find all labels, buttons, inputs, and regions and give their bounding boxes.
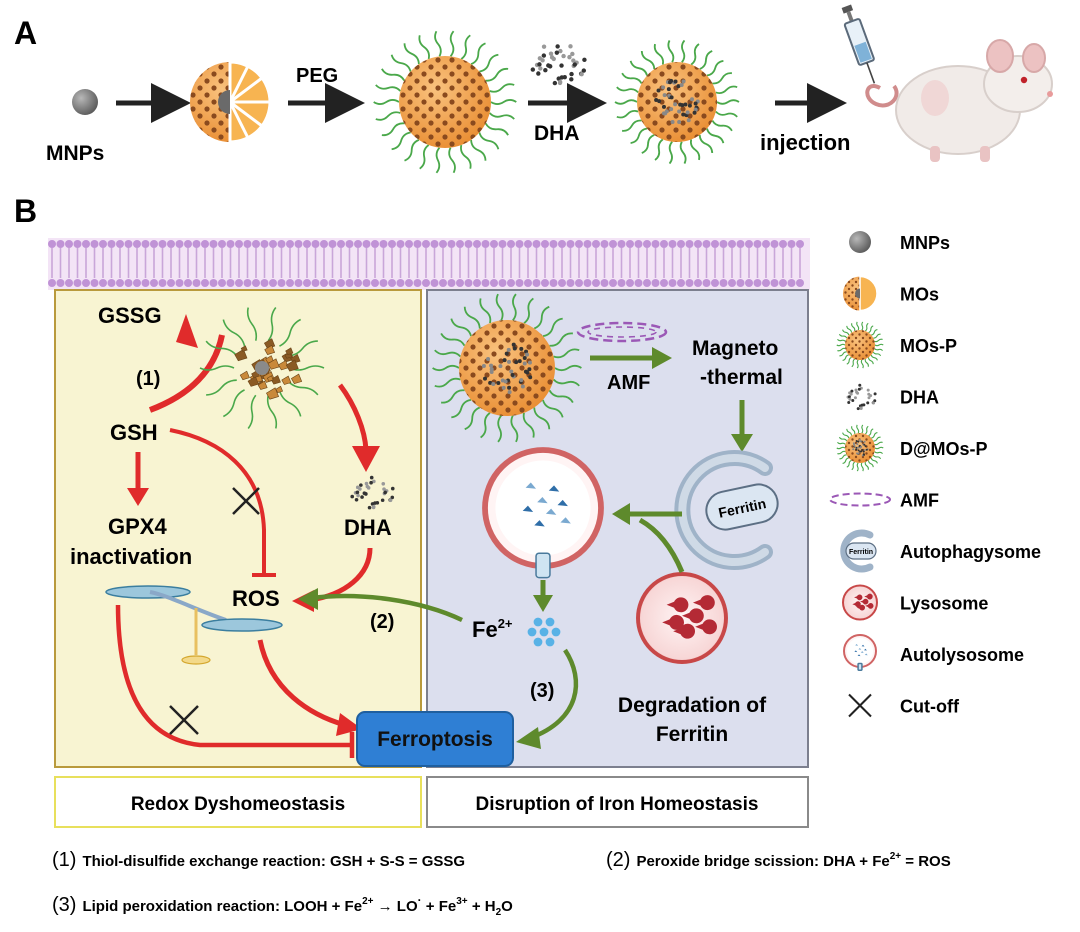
eq1-line: (1)Thiol-disulfide exchange reaction: GS… <box>52 849 465 871</box>
cut-off-icon <box>849 695 871 717</box>
lysosome-large <box>638 574 726 662</box>
legend-label-2: MOs-P <box>900 336 957 356</box>
mos-p-icon <box>837 322 884 368</box>
dha-dots-a <box>531 44 587 85</box>
legend-label-3: DHA <box>900 388 939 408</box>
legend-label-9: Cut-off <box>900 697 960 717</box>
legend-label-8: Autolysosome <box>900 645 1024 665</box>
degradation-label-1: Degradation of <box>618 694 767 717</box>
amf-label-b: AMF <box>607 372 650 394</box>
dha-icon <box>847 384 877 410</box>
amf-icon <box>830 494 890 506</box>
legend-label-5: AMF <box>900 491 939 511</box>
iron-box-label: Disruption of Iron Homeostasis <box>476 794 759 815</box>
legend: MNPsMOsMOs-P DHA D@MOs-P AMF AutophagysomeLy… <box>830 231 1041 717</box>
dha-label-a: DHA <box>534 122 580 145</box>
mos-icon <box>843 277 877 311</box>
ros-label: ROS <box>232 586 280 611</box>
peg-label: PEG <box>296 65 338 87</box>
mnp-particle <box>72 89 98 115</box>
mos-p-particle <box>374 31 517 173</box>
d-mos-p-icon <box>837 425 884 471</box>
degradation-label-2: Ferritin <box>656 723 728 746</box>
dha-label-b: DHA <box>344 515 392 540</box>
legend-label-7: Lysosome <box>900 594 988 614</box>
eq2-line: (2)Peroxide bridge scission: DHA + Fe2+ … <box>606 849 951 871</box>
eq3-line: (3)Lipid peroxidation reaction: LOOH + F… <box>52 893 513 918</box>
panel-b-letter: B <box>14 193 37 229</box>
lysosome-icon <box>843 586 877 620</box>
panel-a-letter: A <box>14 15 37 51</box>
step3-label: (3) <box>530 680 554 702</box>
gpx4-label-1: GPX4 <box>108 514 167 539</box>
injection-label: injection <box>760 130 850 155</box>
mouse-icon <box>867 40 1053 162</box>
magneto-label-1: Magneto <box>692 337 778 360</box>
legend-label-1: MOs <box>900 285 939 305</box>
mnps-label: MNPs <box>46 142 104 165</box>
gssg-label: GSSG <box>98 303 162 328</box>
legend-label-0: MNPs <box>900 233 950 253</box>
legend-ferritin-mini: Ferritin <box>849 549 873 556</box>
redox-box-label: Redox Dyshomeostasis <box>131 794 345 815</box>
legend-label-6: Autophagysome <box>900 542 1041 562</box>
gpx4-label-2: inactivation <box>70 544 192 569</box>
mos-particle <box>190 62 270 142</box>
gsh-label: GSH <box>110 420 158 445</box>
legend-label-4: D@MOs-P <box>900 439 988 459</box>
mnp-icon <box>849 231 871 253</box>
cell-membrane <box>48 238 810 290</box>
syringe-icon <box>839 4 882 87</box>
step1-label: (1) <box>136 368 160 390</box>
step2-label: (2) <box>370 611 394 633</box>
ferroptosis-label: Ferroptosis <box>377 728 493 751</box>
autolysosome-icon <box>844 635 876 670</box>
d-mos-p-particle <box>615 40 739 163</box>
magneto-label-2: -thermal <box>700 366 783 389</box>
